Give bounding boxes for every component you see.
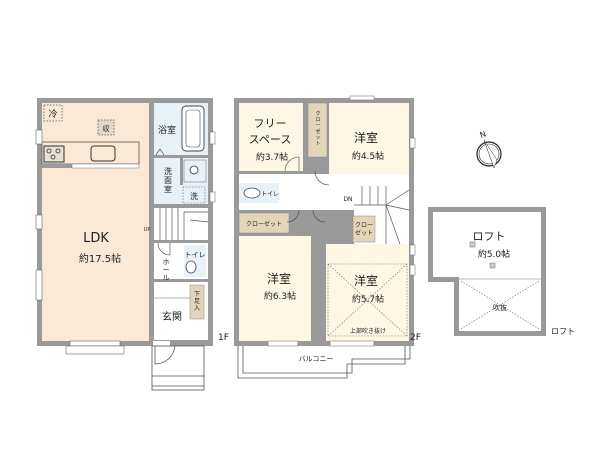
room-toilet-1f <box>184 245 206 277</box>
ldk-area: 約17.5帖 <box>79 252 121 265</box>
compass-north-label: N <box>479 129 488 140</box>
floor-2f-label: 2F <box>410 333 421 343</box>
free-space-area: 約3.7帖 <box>256 151 288 163</box>
hall-name: ホール <box>163 258 170 282</box>
shoe-box-label: 下足入 <box>194 291 200 312</box>
room-western-a <box>329 103 409 183</box>
washer-label: 洗 <box>190 191 198 201</box>
western-b-name: 洋室 <box>267 271 291 286</box>
western-a-name: 洋室 <box>354 130 378 145</box>
loft-area: 約5.0帖 <box>478 248 510 260</box>
floor-1f: 冷 収 LDK 約17.5帖 浴室 洗面室 洗 <box>35 98 229 391</box>
room-ldk <box>42 103 149 341</box>
bathtub-icon <box>181 105 205 152</box>
svg-text:ゼット: ゼット <box>355 229 373 237</box>
toilet-2f-name: トイレ <box>261 191 279 198</box>
free-space-name-1: フリー <box>254 117 287 130</box>
compass-icon: N <box>476 129 502 169</box>
room-loft <box>433 212 541 277</box>
toilet-2f-icon <box>243 187 261 199</box>
fridge-label: 冷 <box>48 108 57 120</box>
svg-text:クローゼット: クローゼット <box>315 111 320 147</box>
stairs-1f <box>154 208 208 240</box>
toilet-icon <box>185 260 197 274</box>
washer-box <box>182 186 206 204</box>
room-western-c <box>326 244 409 341</box>
stairs-down-label: DN <box>343 196 352 203</box>
room-free-space <box>239 103 303 171</box>
svg-text:クロー: クロー <box>355 222 373 229</box>
free-space-name-2: スペース <box>249 133 292 146</box>
void-above <box>327 263 408 337</box>
ldk-name: LDK <box>83 231 109 246</box>
western-c-name: 洋室 <box>354 273 378 288</box>
fridge-box <box>43 104 63 122</box>
stairs-up-label: UP <box>144 227 151 233</box>
closet-b-label: クローゼット <box>246 220 282 228</box>
bath-name: 浴室 <box>158 124 176 136</box>
entrance-name: 玄関 <box>162 310 182 323</box>
closet-b <box>238 212 290 234</box>
ldk-deck <box>65 345 125 355</box>
closet-c <box>352 215 376 243</box>
loft-name: ロフト <box>473 230 506 243</box>
western-b-area: 約6.3帖 <box>264 290 296 302</box>
room-western-b <box>239 236 311 341</box>
floor-2f: フリー スペース 約3.7帖 クローゼット 洋室 約4.5帖 トイレ DN <box>234 95 421 379</box>
sink-icon <box>90 145 116 162</box>
storage-box <box>97 119 115 136</box>
loft-void-label: 吹抜 <box>493 303 507 312</box>
western-c-note: 上部吹き抜け <box>350 327 386 335</box>
loft: ロフト 約5.0帖 吹抜 ロフト <box>428 207 575 336</box>
shoe-box <box>189 284 205 320</box>
washroom-name: 洗面室 <box>164 166 172 194</box>
balcony <box>237 346 406 379</box>
washbasin-icon <box>189 165 199 175</box>
western-a-area: 約4.5帖 <box>352 150 384 162</box>
floor-1f-label: 1F <box>218 333 229 343</box>
loft-void <box>459 277 541 331</box>
front-steps <box>151 345 205 391</box>
closet-vertical <box>307 102 328 158</box>
toilet-1f-name: トイレ <box>185 251 206 259</box>
front-door <box>154 345 176 365</box>
balcony-name: バルコニー <box>299 355 334 363</box>
storage-label: 収 <box>103 125 110 133</box>
western-c-area: 約5.7帖 <box>352 293 384 305</box>
loft-floor-label: ロフト <box>551 327 575 336</box>
stove-icon <box>43 145 65 163</box>
